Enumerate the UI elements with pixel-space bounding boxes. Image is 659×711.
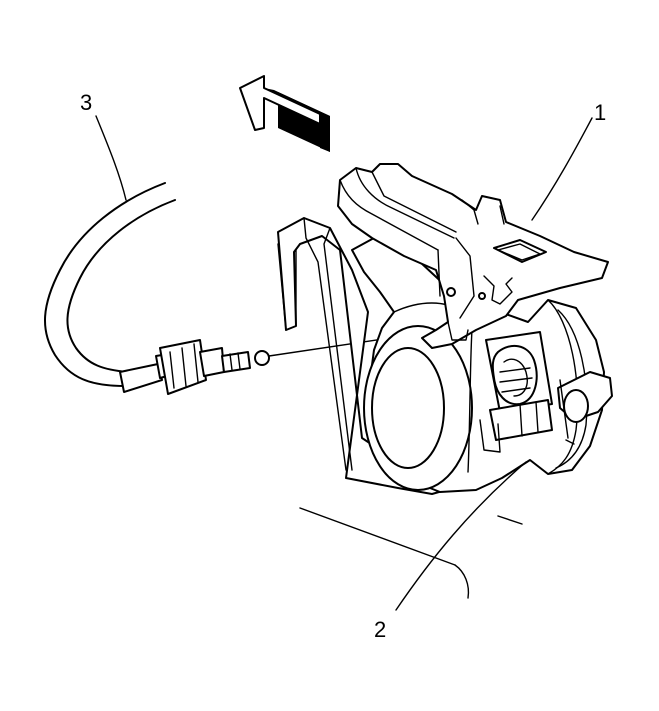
callout-label-3: 3 — [80, 90, 92, 115]
cable-bracket — [337, 163, 609, 349]
throttle-body — [351, 237, 613, 493]
throttle-cable — [44, 182, 270, 395]
direction-arrow — [239, 75, 330, 152]
reference-lines — [299, 507, 523, 599]
callout-label-2: 2 — [374, 617, 386, 642]
leader-lines — [95, 115, 593, 611]
callout-label-1: 1 — [594, 100, 606, 125]
